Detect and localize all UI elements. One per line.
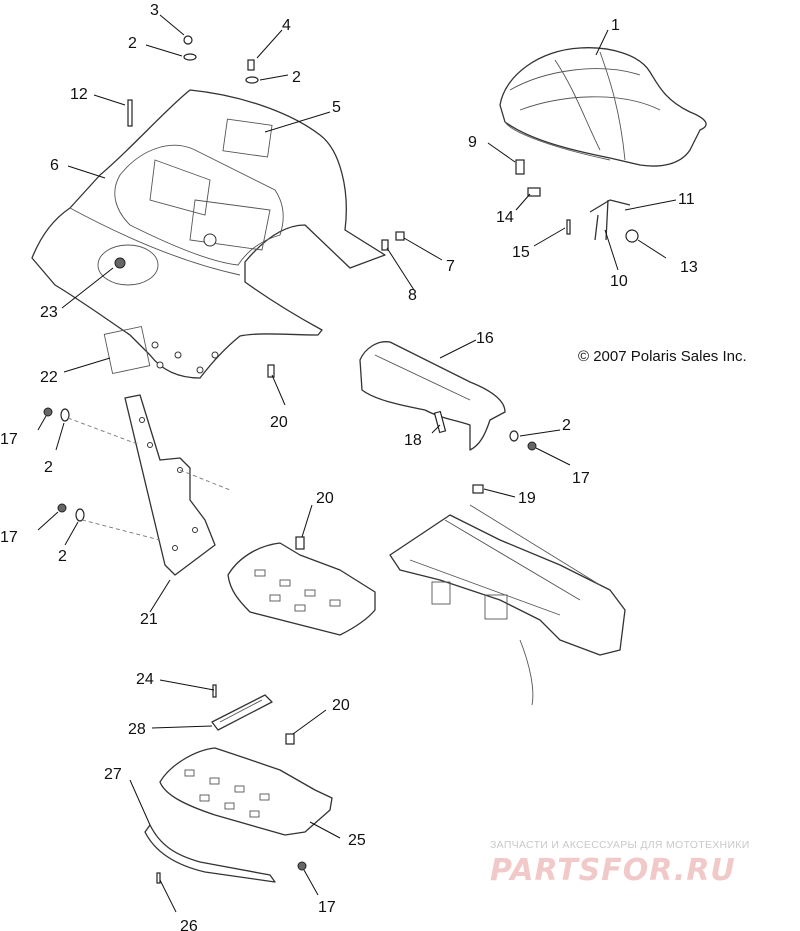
callout-11: 11 — [678, 191, 695, 208]
callout-3: 3 — [150, 2, 159, 19]
callout-15: 15 — [512, 244, 530, 261]
callout-20: 20 — [332, 697, 350, 714]
step-bracket-part — [211, 694, 273, 731]
callout-5: 5 — [332, 99, 341, 116]
callout-2: 2 — [562, 417, 571, 434]
callout-17: 17 — [572, 470, 590, 487]
callout-8: 8 — [408, 287, 417, 304]
alignment-lines — [67, 417, 231, 541]
callout-25: 25 — [348, 832, 366, 849]
callout-7: 7 — [446, 258, 455, 275]
callout-14: 14 — [496, 209, 514, 226]
watermark-tagline: ЗАПЧАСТИ И АКСЕССУАРЫ ДЛЯ МОТОТЕХНИКИ — [490, 839, 750, 851]
callout-1: 1 — [611, 17, 620, 34]
callout-labels: 1 2 2 2 2 2 3 4 5 6 7 8 9 10 11 12 13 14… — [0, 2, 698, 931]
callout-22: 22 — [40, 369, 58, 386]
callout-27: 27 — [104, 766, 122, 783]
callout-10: 10 — [610, 273, 628, 290]
callout-20: 20 — [316, 490, 334, 507]
callout-2: 2 — [44, 459, 53, 476]
copyright-text: © 2007 Polaris Sales Inc. — [578, 348, 747, 365]
callout-6: 6 — [50, 157, 59, 174]
callout-9: 9 — [468, 134, 477, 151]
hardware-group — [43, 35, 639, 884]
callout-17: 17 — [0, 431, 18, 448]
callout-2: 2 — [292, 69, 301, 86]
callout-18: 18 — [404, 432, 422, 449]
callout-2: 2 — [58, 548, 67, 565]
rear-fender-part — [31, 89, 386, 379]
callout-19: 19 — [518, 490, 536, 507]
frame-part — [389, 504, 626, 706]
watermark: ЗАПЧАСТИ И АКСЕССУАРЫ ДЛЯ МОТОТЕХНИКИ PA… — [490, 839, 750, 888]
callout-26: 26 — [180, 918, 198, 931]
callout-16: 16 — [476, 330, 494, 347]
bracket-plate-part — [124, 394, 216, 576]
watermark-logo: PARTSFOR.RU — [490, 853, 736, 888]
callout-2: 2 — [128, 35, 137, 52]
side-panel-part — [359, 341, 506, 451]
callout-12: 12 — [70, 86, 88, 103]
callout-4: 4 — [282, 17, 291, 34]
callout-24: 24 — [136, 671, 154, 688]
upper-footrest-part — [227, 542, 376, 636]
callout-23: 23 — [40, 304, 58, 321]
callout-17: 17 — [318, 899, 336, 916]
leader-lines — [37, 14, 677, 913]
callout-21: 21 — [140, 611, 158, 628]
callout-28: 28 — [128, 721, 146, 738]
callout-17: 17 — [0, 529, 18, 546]
seat-part — [499, 47, 707, 167]
callout-20: 20 — [270, 414, 288, 431]
trim-strip-part — [144, 824, 276, 883]
lower-footrest-part — [159, 747, 333, 836]
callout-13: 13 — [680, 259, 698, 276]
